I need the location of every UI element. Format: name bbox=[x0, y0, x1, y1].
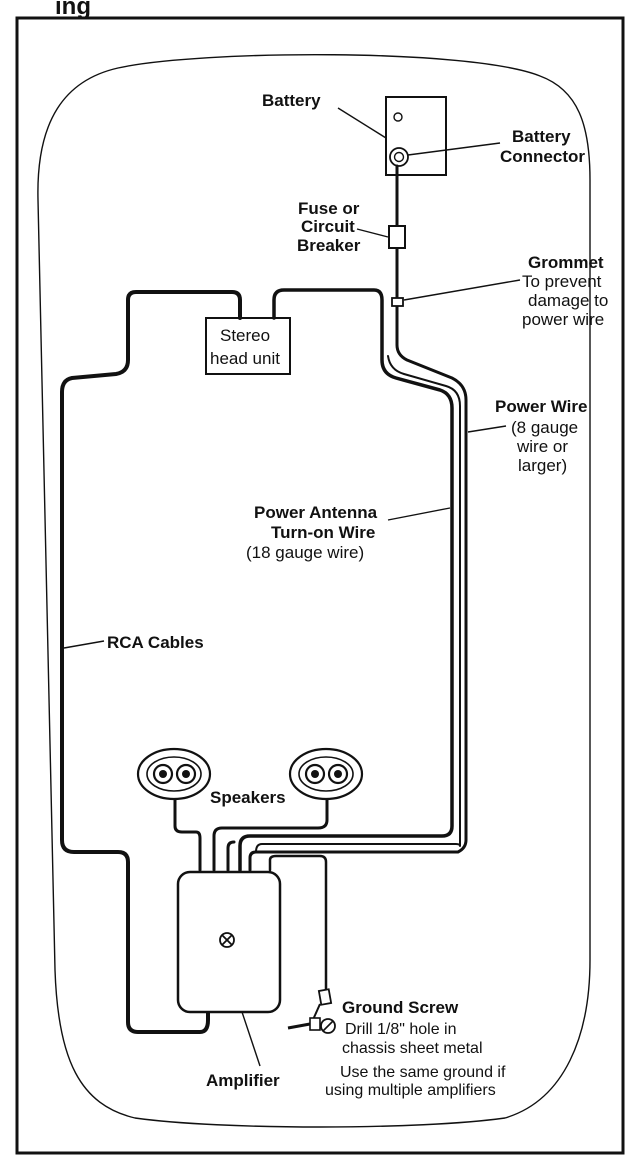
battery-leader bbox=[337, 107, 387, 139]
fuse-label-2: Circuit bbox=[301, 217, 355, 236]
speaker-right bbox=[288, 747, 364, 801]
power-wire-desc-2: wire or bbox=[516, 437, 568, 456]
fuse-label-1: Fuse or bbox=[298, 199, 360, 218]
grommet-title: Grommet bbox=[528, 253, 604, 272]
speakers-label: Speakers bbox=[210, 788, 286, 807]
battery-terminal-inner bbox=[393, 151, 405, 163]
power-wire-desc-3: larger) bbox=[518, 456, 567, 475]
title-fragment: ing bbox=[55, 0, 91, 20]
battery-connector-leader bbox=[407, 142, 501, 156]
rca-label: RCA Cables bbox=[107, 633, 204, 652]
head-unit-label-1: Stereo bbox=[220, 326, 270, 345]
grommet-desc-3: power wire bbox=[522, 310, 604, 329]
outer-frame bbox=[15, 16, 625, 1155]
speaker-wire-mid bbox=[226, 840, 236, 872]
ground-note-1: Use the same ground if bbox=[340, 1064, 506, 1081]
ground-wire bbox=[268, 854, 328, 992]
ground-note-2: using multiple amplifiers bbox=[325, 1082, 496, 1099]
ground-screw-title: Ground Screw bbox=[342, 998, 459, 1017]
antenna-leader bbox=[387, 507, 451, 521]
rca-leader bbox=[63, 640, 105, 649]
power-wire-desc-1: (8 gauge bbox=[511, 418, 578, 437]
grommet-leader bbox=[403, 279, 521, 301]
battery-connector-label-1: Battery bbox=[512, 127, 571, 146]
speaker-wire-left bbox=[173, 796, 202, 872]
grommet-desc-1: To prevent bbox=[522, 272, 602, 291]
ground-screw-desc-2: chassis sheet metal bbox=[342, 1040, 483, 1057]
battery-connector-label-2: Connector bbox=[500, 147, 585, 166]
antenna-title-1: Power Antenna bbox=[254, 503, 378, 522]
power-wire bbox=[248, 164, 468, 872]
ground-screw-desc-1: Drill 1/8" hole in bbox=[345, 1021, 457, 1038]
amplifier-fan-icon bbox=[219, 932, 235, 948]
grommet-desc-2: damage to bbox=[528, 291, 608, 310]
speaker-wire-right bbox=[212, 796, 329, 872]
fuse-leader bbox=[356, 228, 389, 238]
fuse-label-3: Breaker bbox=[297, 236, 361, 255]
stereo-head-unit bbox=[205, 317, 291, 375]
grommet-icon bbox=[391, 297, 404, 307]
antenna-title-2: Turn-on Wire bbox=[271, 523, 375, 542]
ground-screw-icon bbox=[287, 988, 336, 1034]
battery-vent bbox=[393, 112, 403, 122]
head-unit-label-2: head unit bbox=[210, 349, 280, 368]
amplifier-leader bbox=[241, 1011, 261, 1067]
battery-box bbox=[385, 96, 447, 176]
power-wire-title: Power Wire bbox=[495, 397, 587, 416]
battery-terminal bbox=[389, 147, 409, 167]
antenna-wire-inner bbox=[255, 355, 461, 853]
speaker-left bbox=[136, 747, 212, 801]
battery-label: Battery bbox=[262, 91, 321, 110]
antenna-desc: (18 gauge wire) bbox=[246, 543, 364, 562]
rca-cables bbox=[60, 290, 242, 1034]
amplifier-label: Amplifier bbox=[206, 1071, 280, 1090]
antenna-wire-outer bbox=[238, 288, 454, 872]
fuse-icon bbox=[388, 225, 406, 249]
car-body-outline bbox=[37, 53, 591, 1128]
power-wire-leader bbox=[467, 425, 507, 433]
